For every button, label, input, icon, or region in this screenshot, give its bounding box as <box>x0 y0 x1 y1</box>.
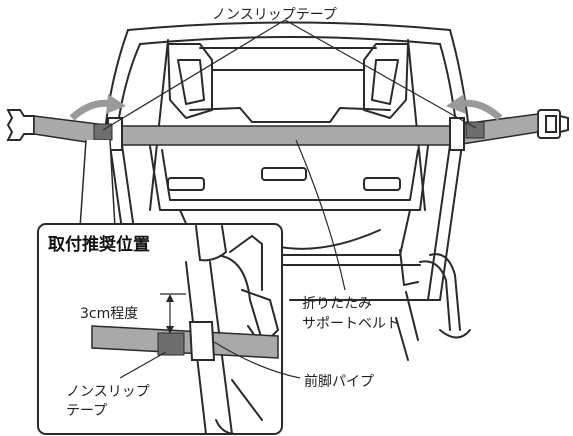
front-leg-pipe-label: 前脚パイプ <box>304 373 374 390</box>
top-label-leaders <box>102 19 477 131</box>
right-wrap-arrow-icon <box>446 94 503 121</box>
left-buckle-icon <box>6 109 35 141</box>
height-note-label: 3cm程度 <box>80 306 138 322</box>
right-buckle-icon <box>537 109 569 139</box>
support-belt-label-line1: 折りたたみ <box>302 296 372 312</box>
recommended-position-title: 取付推奨位置 <box>48 234 150 255</box>
folding-support-belt <box>117 125 459 146</box>
support-belt-label-line2: サポートベルト <box>302 316 400 332</box>
nonslip-tape-label: ノンスリップテープ <box>212 7 337 23</box>
inset-tape-label-line2: テープ <box>66 403 107 419</box>
front-pipe-leader <box>213 341 301 379</box>
inset-tape-label-line1: ノンスリップ <box>66 384 150 400</box>
belt-label-leader <box>295 139 346 291</box>
right-pipe-segment <box>449 117 465 151</box>
right-nonslip-tape <box>465 121 485 139</box>
inset-callout-connector <box>79 139 116 229</box>
left-wrap-arrow-icon <box>69 94 126 121</box>
inset-box <box>37 223 283 435</box>
